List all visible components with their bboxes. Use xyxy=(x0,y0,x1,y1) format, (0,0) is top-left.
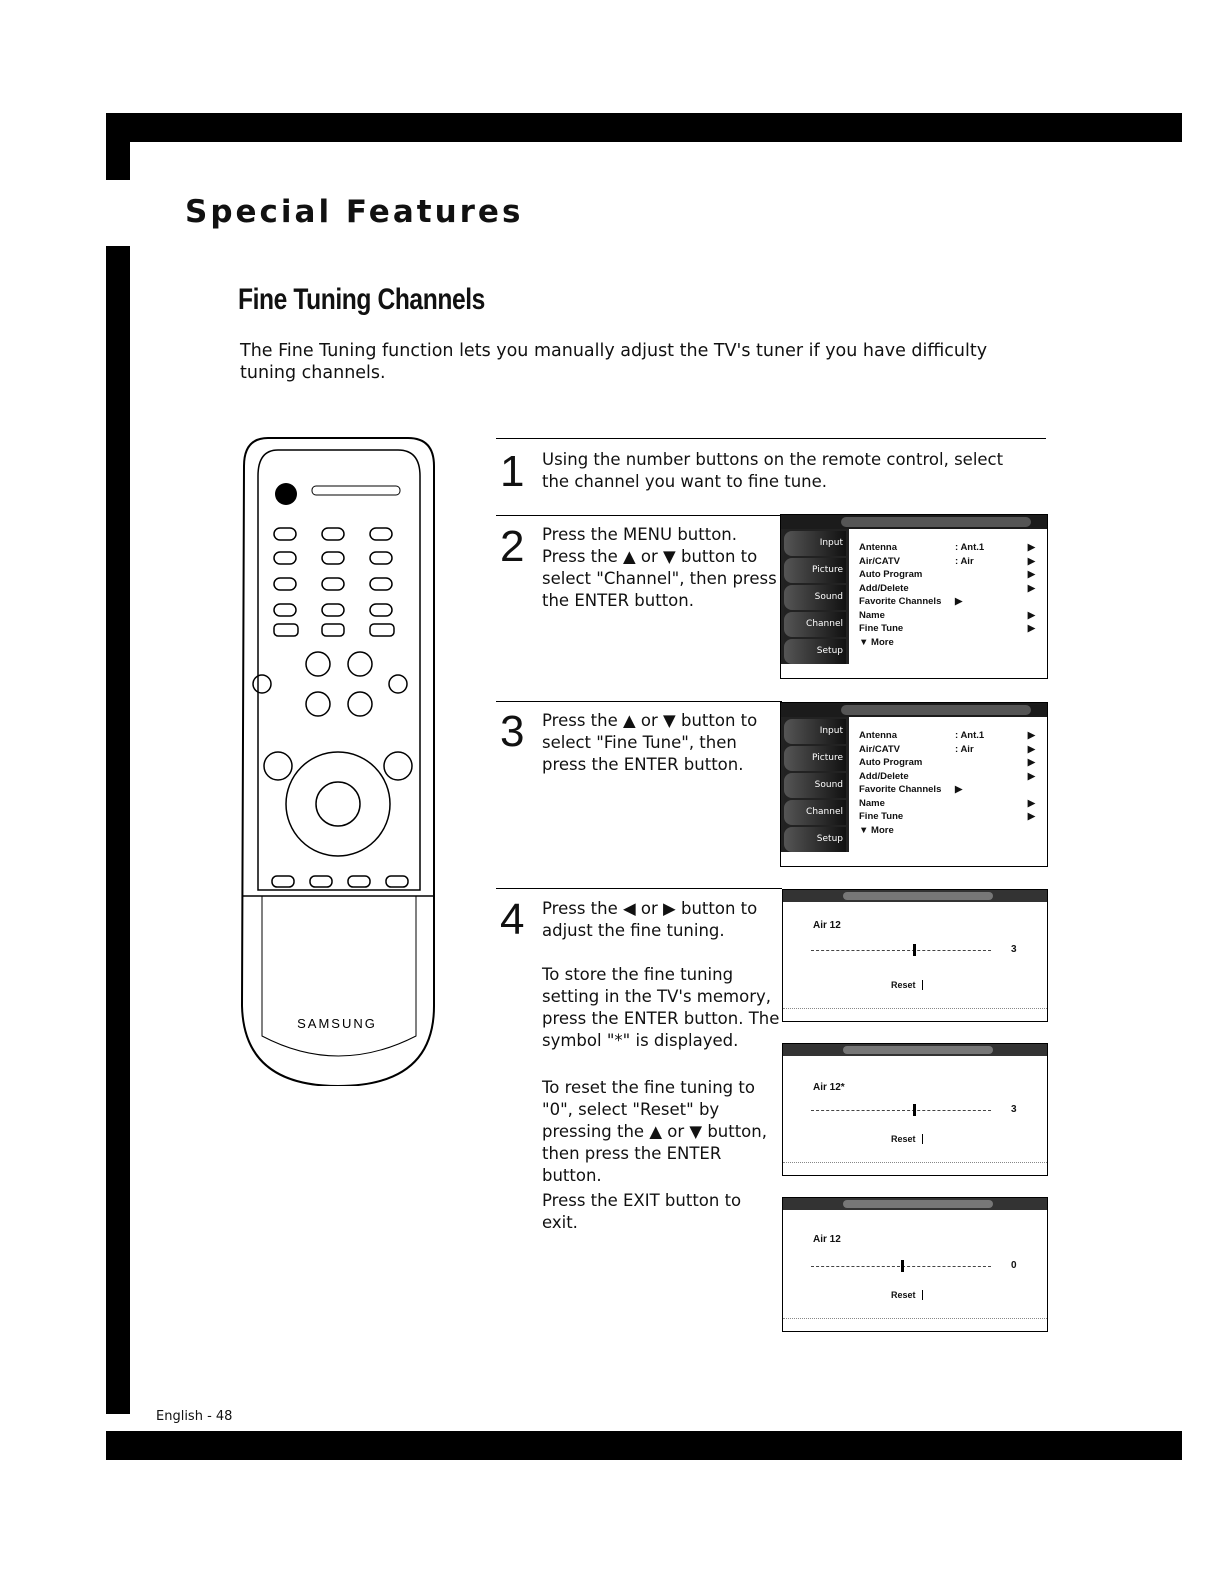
ft-value: 3 xyxy=(1011,944,1017,955)
ft-slider-track xyxy=(811,1110,991,1112)
step-2-number: 2 xyxy=(500,522,525,571)
ft-value: 0 xyxy=(1011,1260,1017,1271)
left-bar-top xyxy=(106,113,130,180)
osd-side-picture: Picture xyxy=(784,558,846,583)
osd-side-input: Input xyxy=(784,719,846,744)
page-title: Fine Tuning Channels xyxy=(238,283,485,316)
reset-button: Reset xyxy=(891,1134,923,1144)
step-4-store-text: To store the fine tuning setting in the … xyxy=(542,965,780,1050)
ft-channel-label: Air 12 xyxy=(813,1234,841,1245)
step-4-reset-text: To reset the fine tuning to "0", select … xyxy=(542,1078,767,1185)
fine-tune-screen-1: Air 12 3 Reset xyxy=(782,889,1048,1022)
section-title: Special Features xyxy=(185,194,524,230)
step-1-number: 1 xyxy=(500,447,525,496)
step-2-text: Press the MENU button. Press the ▲ or ▼ … xyxy=(542,525,777,610)
osd-menu-list-2: Antenna: Ant.1▶ Air/CATV: Air▶ Auto Prog… xyxy=(859,730,1035,836)
step-4-text: Press the ◀ or ▶ button to adjust the fi… xyxy=(542,899,758,940)
osd-side-picture: Picture xyxy=(784,746,846,771)
step-1-rule xyxy=(496,438,1046,439)
osd-channel-menu-1: Input Picture Sound Channel Setup Antenn… xyxy=(780,514,1048,679)
ft-channel-label: Air 12* xyxy=(813,1082,845,1093)
ft-slider-track xyxy=(811,950,991,952)
step-4-rule xyxy=(496,888,782,889)
step-1-text: Using the number buttons on the remote c… xyxy=(542,450,1004,491)
osd-side-setup: Setup xyxy=(784,827,846,852)
osd-menu-list-1: Antenna: Ant.1▶ Air/CATV: Air▶ Auto Prog… xyxy=(859,542,1035,648)
ft-slider-knob xyxy=(913,1104,916,1116)
step-2-rule xyxy=(496,515,782,516)
step-3-rule xyxy=(496,701,782,702)
osd-side-sound: Sound xyxy=(784,585,846,610)
osd-channel-menu-2: Input Picture Sound Channel Setup Antenn… xyxy=(780,702,1048,867)
reset-button: Reset xyxy=(891,980,923,990)
step-4-exit-text: Press the EXIT button to exit. xyxy=(542,1191,742,1232)
osd-side-sound: Sound xyxy=(784,773,846,798)
osd-side-input: Input xyxy=(784,531,846,556)
osd-side-channel: Channel xyxy=(784,800,846,825)
reset-button: Reset xyxy=(891,1290,923,1300)
osd-side-channel: Channel xyxy=(784,612,846,637)
fine-tune-screen-3: Air 12 0 Reset xyxy=(782,1197,1048,1332)
step-3-text: Press the ▲ or ▼ button to select "Fine … xyxy=(542,711,758,774)
left-bar xyxy=(106,246,130,1414)
ft-value: 3 xyxy=(1011,1104,1017,1115)
intro-text: The Fine Tuning function lets you manual… xyxy=(240,341,988,383)
ft-channel-label: Air 12 xyxy=(813,920,841,931)
ft-slider-knob xyxy=(913,944,916,956)
step-3-number: 3 xyxy=(500,707,525,756)
top-bar xyxy=(106,113,1182,142)
remote-control-illustration: SAMSUNG xyxy=(240,437,435,1086)
ft-slider-knob xyxy=(901,1260,904,1272)
bottom-bar xyxy=(106,1431,1182,1460)
step-4-number: 4 xyxy=(500,895,525,944)
fine-tune-screen-2: Air 12* 3 Reset xyxy=(782,1043,1048,1176)
remote-brand: SAMSUNG xyxy=(297,1016,377,1031)
page-footer: English - 48 xyxy=(156,1409,233,1424)
osd-side-setup: Setup xyxy=(784,639,846,664)
